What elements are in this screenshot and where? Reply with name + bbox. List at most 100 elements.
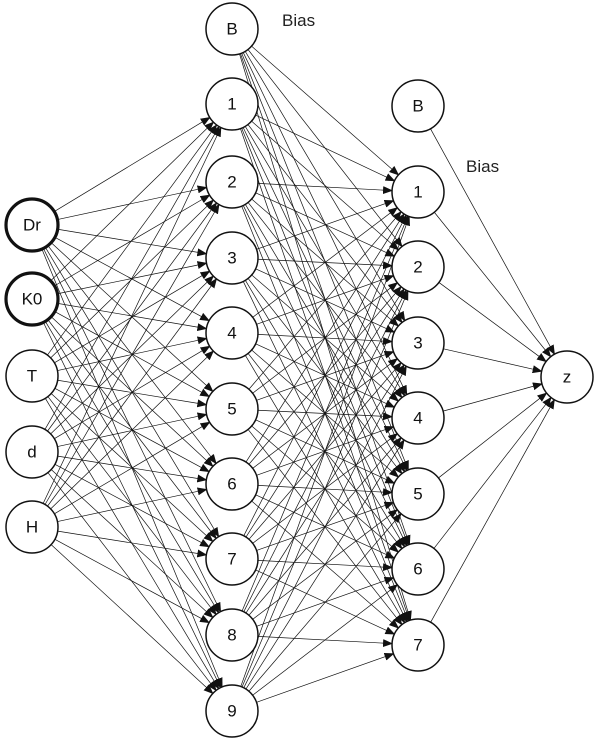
hidden1-node-9-circle	[205, 684, 259, 738]
input-node-d-circle	[5, 425, 59, 479]
edge-h-to-h1-8	[54, 539, 211, 624]
hidden2-node-3: 3	[391, 316, 445, 370]
hidden1-node-5: 5	[205, 382, 259, 436]
edge-h1-6-to-h2-1	[245, 213, 405, 463]
edge-dr-to-h1-2	[57, 185, 208, 220]
edge-h2-1-to-output	[434, 212, 552, 358]
bias-node-layer-2-label: B	[412, 97, 423, 116]
input-node-k0: K0	[4, 271, 60, 327]
hidden2-node-1-circle	[391, 165, 445, 219]
hidden1-node-3: 3	[205, 231, 259, 285]
input-node-t-circle	[5, 349, 59, 403]
edge-d-to-h1-8	[50, 469, 214, 619]
bias-node-layer-1-circle	[205, 2, 259, 56]
input-node-d: d	[5, 425, 59, 479]
hidden1-node-3-label: 3	[227, 249, 236, 268]
bias-node-layer-2-circle	[391, 79, 445, 133]
edge-h1-8-to-h2-1	[241, 215, 409, 612]
edge-h1-3-to-h2-1	[256, 199, 395, 250]
edge-h1-2-to-h2-2	[255, 192, 396, 257]
edge-d-to-h1-9	[47, 472, 217, 692]
hidden2-node-1: 1	[391, 165, 445, 219]
hidden1-node-1-label: 1	[227, 95, 236, 114]
edge-h1-1-to-h2-5	[242, 127, 408, 472]
bias-label-layer-2: Bias	[466, 157, 499, 176]
hidden2-node-6-circle	[391, 542, 445, 596]
edge-h2-7-to-output	[430, 398, 555, 623]
hidden1-node-2: 2	[205, 155, 259, 209]
hidden2-node-4-label: 4	[413, 409, 422, 428]
edge-d-to-h1-5	[57, 412, 208, 447]
hidden1-node-5-label: 5	[227, 400, 236, 419]
edge-d-to-h1-2	[47, 202, 218, 432]
edge-h1-1-to-h2-4	[244, 126, 406, 397]
hidden2-node-5: 5	[391, 467, 445, 521]
edge-h-to-h1-2	[44, 203, 220, 505]
edge-h2-bias-to-output	[430, 128, 555, 356]
input-node-dr-label: Dr	[23, 216, 41, 235]
hidden2-node-3-circle	[391, 316, 445, 370]
edge-h1-5-to-h2-1	[248, 210, 402, 390]
input-node-k0-label: K0	[22, 290, 43, 309]
hidden1-node-3-circle	[205, 231, 259, 285]
edge-k0-to-h1-1	[50, 121, 215, 282]
edge-h2-3-to-output	[443, 348, 543, 374]
hidden2-node-4: 4	[391, 391, 445, 445]
edge-h-to-h1-6	[57, 487, 208, 522]
edge-h2-5-to-output	[438, 392, 548, 479]
output-node-z-label: z	[563, 368, 572, 387]
input-node-h-circle	[5, 500, 59, 554]
hidden2-node-6: 6	[391, 542, 445, 596]
edge-h1-1-to-h2-3	[247, 124, 403, 324]
edge-h-to-h1-3	[47, 278, 218, 507]
edge-h-to-h1-1	[42, 126, 222, 504]
edge-k0-to-h1-7	[47, 319, 217, 540]
edge-h1-bias-to-h2-3	[244, 51, 406, 322]
edge-h-to-h1-9	[50, 544, 214, 695]
hidden1-node-7-label: 7	[227, 550, 236, 569]
edge-h1-9-to-h2-1	[240, 215, 410, 687]
bias-label-layer-1: Bias	[282, 11, 315, 30]
hidden2-node-5-label: 5	[413, 485, 422, 504]
edge-h1-7-to-h2-1	[243, 214, 407, 536]
output-node-z-circle	[540, 350, 594, 404]
edge-h1-2-to-h2-1	[257, 183, 394, 195]
input-node-h: H	[5, 500, 59, 554]
hidden2-node-1-label: 1	[413, 183, 422, 202]
edge-d-to-h1-1	[44, 125, 220, 430]
hidden1-node-6-circle	[205, 457, 259, 511]
hidden1-node-9: 9	[205, 684, 259, 738]
hidden1-node-4-label: 4	[227, 324, 236, 343]
edge-h1-9-to-h2-4	[245, 439, 405, 690]
hidden1-node-8-label: 8	[227, 626, 236, 645]
edge-t-to-h1-2	[50, 199, 215, 359]
hidden1-node-6: 6	[205, 457, 259, 511]
hidden1-node-7: 7	[205, 532, 259, 586]
hidden2-node-3-label: 3	[413, 334, 422, 353]
edge-h1-1-to-h2-1	[255, 114, 396, 182]
edge-h2-4-to-output	[442, 382, 543, 412]
hidden1-node-8-circle	[205, 608, 259, 662]
edge-t-to-h1-1	[47, 124, 218, 356]
edge-k0-to-h1-6	[50, 316, 214, 468]
input-node-t: T	[5, 349, 59, 403]
edge-h1-bias-to-h2-1	[251, 45, 400, 176]
hidden2-node-2-label: 2	[413, 258, 422, 277]
hidden2-node-2: 2	[391, 240, 445, 294]
hidden1-node-2-circle	[205, 155, 259, 209]
edge-dr-to-h1-3	[57, 228, 208, 257]
input-node-h-label: H	[26, 518, 38, 537]
bias-node-layer-2: B	[391, 79, 445, 133]
input-node-k0-circle	[4, 271, 60, 327]
hidden1-node-9-label: 9	[227, 702, 236, 721]
edge-dr-to-h1-1	[54, 116, 211, 212]
edge-h1-4-to-h2-1	[252, 207, 399, 318]
edge-k0-to-h1-8	[44, 321, 220, 614]
output-node-z: z	[540, 350, 594, 404]
hidden2-node-7-circle	[391, 618, 445, 672]
edge-h1-9-to-h2-7	[256, 652, 395, 703]
bias-node-layer-1-label: B	[226, 20, 237, 39]
input-node-dr: Dr	[4, 197, 60, 253]
edge-h1-1-to-h2-2	[251, 120, 400, 251]
